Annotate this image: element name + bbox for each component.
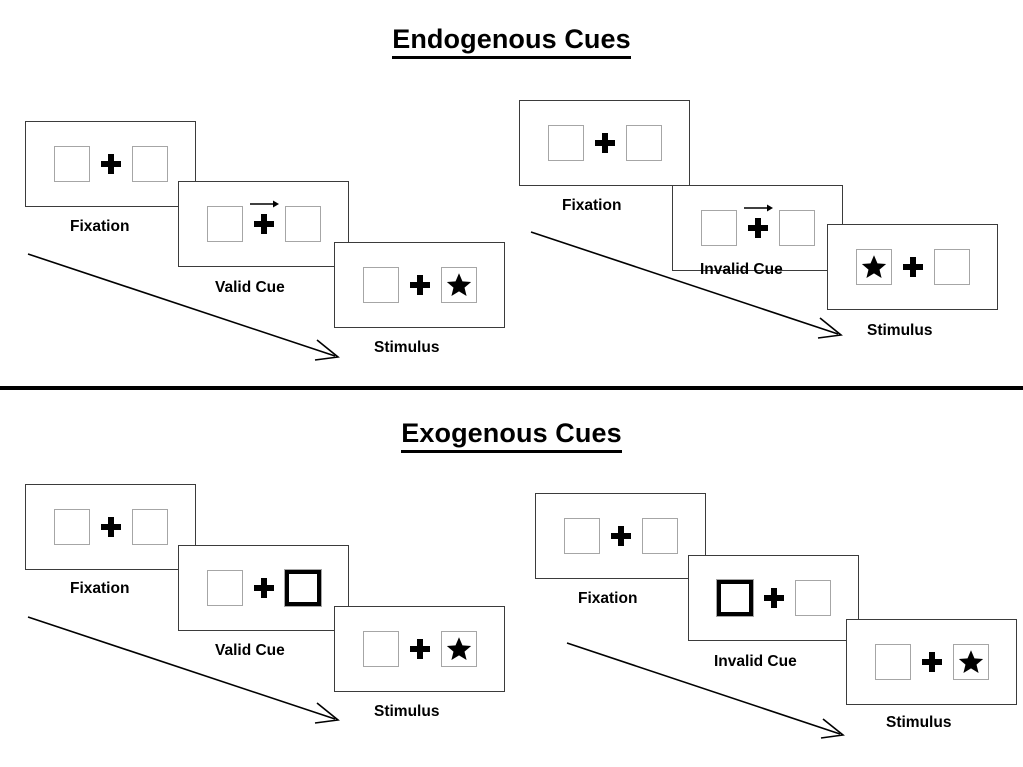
star-icon xyxy=(958,650,983,674)
plus-cross-icon xyxy=(409,639,430,659)
panel-inner xyxy=(206,569,322,607)
plus-cross-icon xyxy=(763,588,784,608)
target-box-right xyxy=(284,206,321,242)
panel-inner xyxy=(53,509,168,545)
caption-endogenous-valid-stimulus: Stimulus xyxy=(374,339,440,356)
plus-cross-icon xyxy=(743,204,773,238)
panel-exogenous-invalid-fixation[interactable] xyxy=(535,493,706,579)
panel-exogenous-invalid-stimulus[interactable] xyxy=(846,619,1017,705)
target-box-right xyxy=(641,518,678,554)
caption-exogenous-valid-fixation: Fixation xyxy=(70,580,130,597)
target-box-left xyxy=(206,570,243,606)
panel-endogenous-valid-fixation[interactable] xyxy=(25,121,196,207)
panel-endogenous-invalid-cue[interactable] xyxy=(672,185,843,271)
plus-cross-icon xyxy=(902,257,923,277)
panel-inner xyxy=(362,267,477,303)
flow-arrow-exogenous-invalid xyxy=(566,642,845,739)
target-box-right-with-star xyxy=(952,644,989,680)
caption-endogenous-valid-cue: Valid Cue xyxy=(215,279,285,296)
target-box-left xyxy=(547,125,584,161)
target-box-left-with-star xyxy=(855,249,892,285)
caption-exogenous-valid-cue: Valid Cue xyxy=(215,642,285,659)
section-title-endogenous: Endogenous Cues xyxy=(0,24,1023,59)
plus-cross-icon xyxy=(921,652,942,672)
plus-cross-icon xyxy=(100,517,121,537)
target-box-right xyxy=(778,210,815,246)
plus-cross-icon xyxy=(409,275,430,295)
target-box-left xyxy=(53,146,90,182)
caption-endogenous-invalid-cue: Invalid Cue xyxy=(700,261,783,278)
plus-cross-icon xyxy=(253,578,274,598)
panel-inner xyxy=(700,204,815,246)
panel-inner xyxy=(563,518,678,554)
target-box-right xyxy=(625,125,662,161)
plus-cross-icon xyxy=(594,133,615,153)
panel-inner xyxy=(855,249,970,285)
panel-exogenous-valid-stimulus[interactable] xyxy=(334,606,505,692)
star-icon xyxy=(446,637,471,661)
caption-endogenous-invalid-stimulus: Stimulus xyxy=(867,322,933,339)
target-box-right-with-star xyxy=(440,631,477,667)
caption-exogenous-invalid-cue: Invalid Cue xyxy=(714,653,797,670)
panel-inner xyxy=(362,631,477,667)
plus-cross-icon xyxy=(100,154,121,174)
caption-exogenous-invalid-fixation: Fixation xyxy=(578,590,638,607)
section-title-endogenous-text: Endogenous Cues xyxy=(392,24,631,59)
section-title-exogenous-text: Exogenous Cues xyxy=(401,418,622,453)
target-box-right xyxy=(794,580,831,616)
target-box-right xyxy=(131,509,168,545)
target-box-left xyxy=(362,267,399,303)
plus-cross-icon xyxy=(610,526,631,546)
panel-exogenous-valid-fixation[interactable] xyxy=(25,484,196,570)
target-box-right xyxy=(131,146,168,182)
caption-endogenous-valid-fixation: Fixation xyxy=(70,218,130,235)
panel-endogenous-invalid-fixation[interactable] xyxy=(519,100,690,186)
panel-exogenous-valid-cue[interactable] xyxy=(178,545,349,631)
target-box-right-cued xyxy=(283,569,322,607)
panel-endogenous-invalid-stimulus[interactable] xyxy=(827,224,998,310)
target-box-left xyxy=(700,210,737,246)
target-box-right-with-star xyxy=(440,267,477,303)
target-box-left xyxy=(206,206,243,242)
section-title-exogenous: Exogenous Cues xyxy=(0,418,1023,453)
target-box-left xyxy=(362,631,399,667)
section-divider xyxy=(0,386,1023,390)
star-icon xyxy=(861,255,886,279)
target-box-left xyxy=(563,518,600,554)
panel-inner xyxy=(715,579,831,617)
star-icon xyxy=(446,273,471,297)
arrow-right-icon xyxy=(743,203,773,213)
target-box-left-cued xyxy=(715,579,754,617)
target-box-left xyxy=(53,509,90,545)
plus-cross-icon xyxy=(249,200,279,234)
panel-exogenous-invalid-cue[interactable] xyxy=(688,555,859,641)
arrow-right-icon xyxy=(249,199,279,209)
panel-endogenous-valid-stimulus[interactable] xyxy=(334,242,505,328)
panel-inner xyxy=(206,200,321,242)
panel-inner xyxy=(874,644,989,680)
caption-exogenous-valid-stimulus: Stimulus xyxy=(374,703,440,720)
panel-inner xyxy=(53,146,168,182)
target-box-left xyxy=(874,644,911,680)
target-box-right xyxy=(933,249,970,285)
caption-endogenous-invalid-fixation: Fixation xyxy=(562,197,622,214)
caption-exogenous-invalid-stimulus: Stimulus xyxy=(886,714,952,731)
panel-inner xyxy=(547,125,662,161)
panel-endogenous-valid-cue[interactable] xyxy=(178,181,349,267)
